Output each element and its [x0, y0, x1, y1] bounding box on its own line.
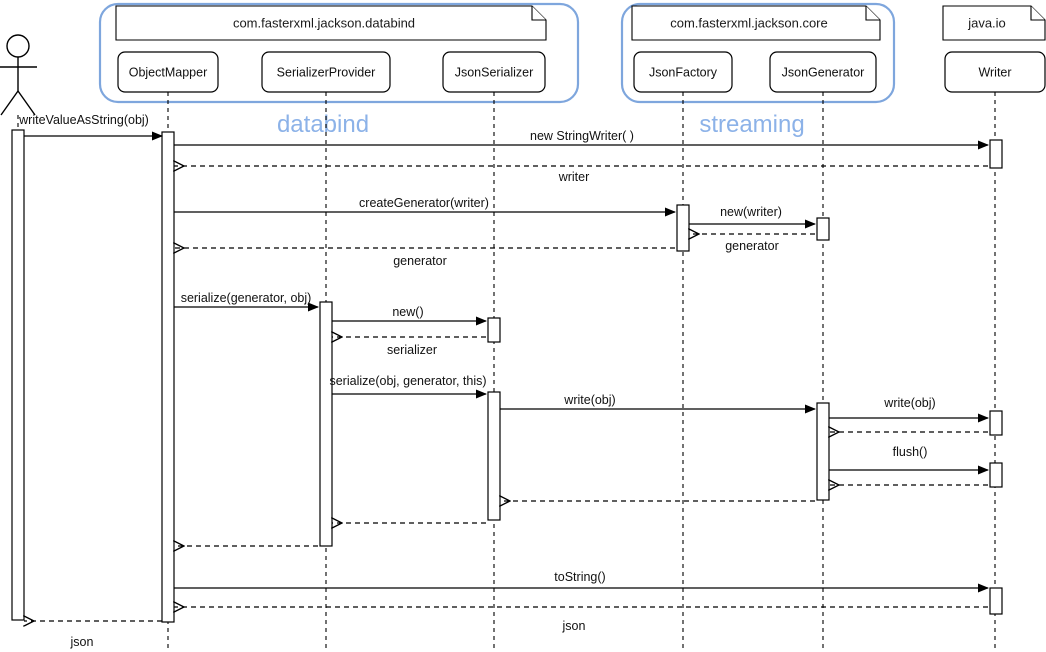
message-label-m12: write(obj): [563, 393, 615, 407]
message-label-m3: writer: [558, 170, 590, 184]
actor-leg-left: [0, 90, 19, 116]
message-label-m10: serializer: [387, 343, 437, 357]
package-note-box-javaio: [942, 5, 1046, 41]
message-m3: writer: [174, 166, 988, 184]
message-label-m21: json: [562, 619, 586, 633]
package-note-fold-streaming: [865, 6, 880, 21]
object-box-jsonserializer[interactable]: JsonSerializer: [442, 51, 546, 93]
activation-bar-actor: [11, 129, 25, 621]
object-box-rect-jsonserializer[interactable]: [442, 51, 546, 93]
activation-bar-writer-10: [989, 587, 1003, 615]
message-m12: write(obj): [500, 393, 816, 414]
message-label-m4: createGenerator(writer): [359, 196, 489, 210]
object-box-label-jsongenerator: JsonGenerator: [782, 65, 865, 79]
message-m6: generator: [689, 234, 815, 253]
package-note-label-javaio: java.io: [967, 15, 1006, 30]
object-box-writer[interactable]: Writer: [944, 51, 1046, 93]
messages: writeValueAsString(obj) new StringWriter(…: [18, 113, 989, 649]
message-m21: json: [174, 607, 988, 633]
object-box-label-jsonserializer: JsonSerializer: [455, 65, 534, 79]
message-m22: json: [24, 621, 162, 649]
activation-bar-jsonserializer-6: [487, 391, 501, 521]
message-m9: new(): [332, 305, 487, 326]
activation-bar-jsongenerator-3: [816, 217, 830, 241]
actor-leg-right: [17, 90, 36, 116]
message-m15: flush(): [829, 445, 989, 475]
object-box-jsongenerator[interactable]: JsonGenerator: [769, 51, 877, 93]
message-m2: new StringWriter( ): [174, 129, 989, 150]
message-label-m15: flush(): [893, 445, 928, 459]
object-box-rect-objectmapper[interactable]: [117, 51, 219, 93]
activation-bar-jsonfactory-2: [676, 204, 690, 252]
object-box-serializerprovider[interactable]: SerializerProvider: [261, 51, 391, 93]
package-note-box-streaming: [631, 5, 881, 41]
object-box-rect-writer[interactable]: [944, 51, 1046, 93]
message-label-m9: new(): [392, 305, 423, 319]
package-border-databind: [98, 2, 580, 104]
package-watermark-streaming: streaming: [699, 111, 804, 138]
message-m4: createGenerator(writer): [174, 196, 676, 217]
activation-bar-jsonserializer-5: [487, 317, 501, 343]
package-watermarks: databind streaming: [277, 111, 805, 138]
object-box-rect-jsonfactory[interactable]: [633, 51, 733, 93]
package-note-box-databind: [115, 5, 547, 41]
message-label-m5: new(writer): [720, 205, 782, 219]
object-box-rect-jsongenerator[interactable]: [769, 51, 877, 93]
package-group-javaio: java.io: [942, 5, 1046, 41]
activation-bar-writer-8: [989, 410, 1003, 436]
message-m7: generator: [174, 248, 675, 268]
package-note-fold-databind: [531, 6, 546, 21]
message-m1: writeValueAsString(obj): [18, 113, 163, 141]
activation-bar-writer-9: [989, 462, 1003, 488]
package-border-streaming: [620, 2, 896, 104]
object-box-label-objectmapper: ObjectMapper: [129, 65, 208, 79]
actor-head-icon: [6, 34, 30, 58]
message-label-m13: write(obj): [883, 396, 935, 410]
object-box-label-serializerprovider: SerializerProvider: [277, 65, 376, 79]
message-label-m11: serialize(obj, generator, this): [329, 374, 486, 388]
message-m5: new(writer): [689, 205, 816, 229]
message-label-m22: json: [70, 635, 94, 649]
activation-bar-jsongenerator-7: [816, 402, 830, 501]
message-label-m6: generator: [725, 239, 779, 253]
activation-bar-objectmapper-0: [161, 131, 175, 623]
package-group-streaming: com.fasterxml.jackson.core: [620, 2, 896, 104]
message-label-m8: serialize(generator, obj): [181, 291, 312, 305]
activation-bar-writer-1: [989, 139, 1003, 169]
message-m11: serialize(obj, generator, this): [329, 374, 487, 399]
object-box-label-writer: Writer: [978, 65, 1011, 79]
object-boxes: ObjectMapper SerializerProvider JsonSerial…: [117, 51, 1046, 93]
package-note-fold-javaio: [1030, 6, 1045, 21]
activation-bar-serializerprovider-4: [319, 301, 333, 547]
package-groups: com.fasterxml.jackson.databind com.faster…: [98, 2, 1046, 104]
package-note-label-databind: com.fasterxml.jackson.databind: [233, 15, 415, 30]
activation-bars: [11, 129, 1003, 623]
object-box-rect-serializerprovider[interactable]: [261, 51, 391, 93]
actor-stick-figure[interactable]: [0, 34, 37, 130]
package-group-databind: com.fasterxml.jackson.databind: [98, 2, 580, 104]
message-label-m1: writeValueAsString(obj): [18, 113, 149, 127]
message-m20: toString(): [174, 570, 989, 593]
actor-figure: [0, 34, 37, 130]
message-label-m2: new StringWriter( ): [530, 129, 634, 143]
package-watermark-databind: databind: [277, 111, 369, 138]
message-label-m20: toString(): [554, 570, 605, 584]
object-box-jsonfactory[interactable]: JsonFactory: [633, 51, 733, 93]
object-box-label-jsonfactory: JsonFactory: [649, 65, 718, 79]
message-m8: serialize(generator, obj): [174, 291, 319, 312]
message-label-m7: generator: [393, 254, 447, 268]
package-note-label-streaming: com.fasterxml.jackson.core: [670, 15, 828, 30]
message-m13: write(obj): [829, 396, 989, 423]
message-m10: serializer: [332, 337, 486, 357]
object-box-objectmapper[interactable]: ObjectMapper: [117, 51, 219, 93]
